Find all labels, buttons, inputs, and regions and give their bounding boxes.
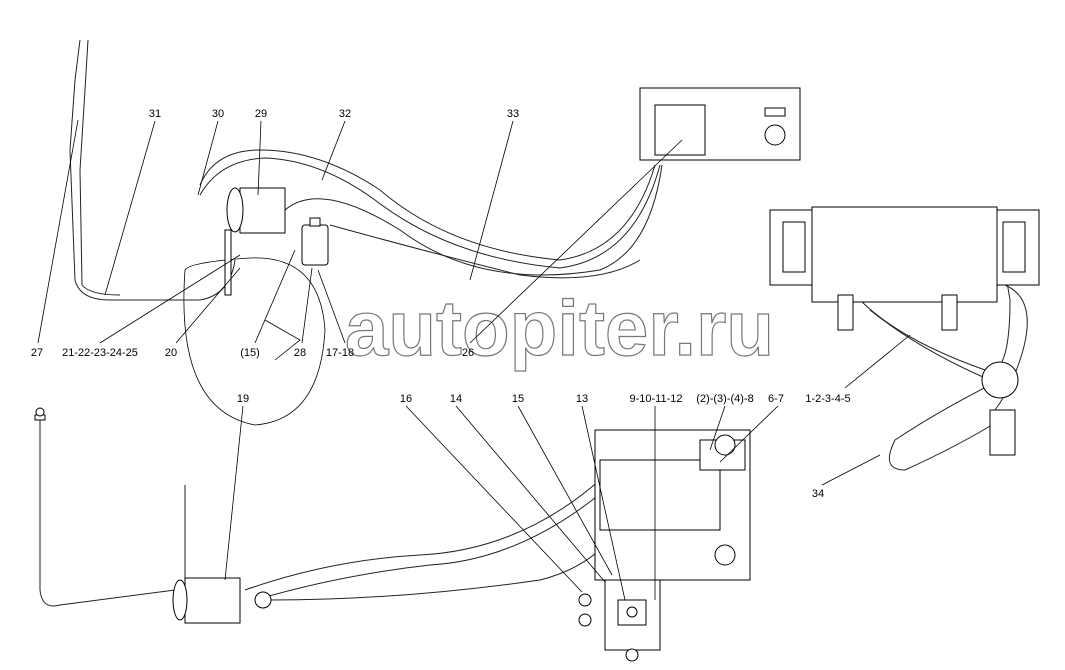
- callout-14: 14: [450, 393, 462, 405]
- callout-31: 31: [149, 108, 161, 120]
- callout-29: 29: [255, 108, 267, 120]
- hoses: [39, 39, 1028, 607]
- callout-2-8: (2)-(3)-(4)-8: [696, 393, 753, 405]
- callout-33: 33: [507, 108, 519, 120]
- callout-21-25: 21-22-23-24-25: [62, 347, 138, 359]
- callout-30: 30: [212, 108, 224, 120]
- receiver-drier: [301, 217, 329, 266]
- callout-19: 19: [237, 393, 249, 405]
- heater-unit: [639, 87, 801, 161]
- callout-13: 13: [576, 393, 588, 405]
- condenser-unit: [578, 429, 751, 662]
- compressor-bottom: [34, 407, 272, 624]
- leader-lines: [37, 119, 911, 601]
- callout-32: 32: [339, 108, 351, 120]
- watermark: autopiter.ru: [183, 257, 775, 426]
- callout-28: 28: [294, 347, 306, 359]
- callout-26: 26: [462, 347, 474, 359]
- compressor-top: [224, 187, 286, 296]
- callout-16: 16: [400, 393, 412, 405]
- callout-labels: 31 30 29 32 33 27 21-22-23-24-25 20 (15)…: [31, 108, 851, 500]
- callout-27: 27: [31, 347, 43, 359]
- callout-20: 20: [165, 347, 177, 359]
- callout-1-5: 1-2-3-4-5: [805, 393, 850, 405]
- callout-9-12: 9-10-11-12: [630, 393, 683, 405]
- watermark-text: autopiter.ru: [345, 284, 774, 372]
- callout-15-paren: (15): [240, 347, 260, 359]
- callout-34: 34: [812, 488, 824, 500]
- callout-15: 15: [512, 393, 524, 405]
- callout-6-7: 6-7: [768, 393, 784, 405]
- evaporator-unit: [769, 206, 1040, 456]
- callout-17-18: 17-18: [326, 347, 354, 359]
